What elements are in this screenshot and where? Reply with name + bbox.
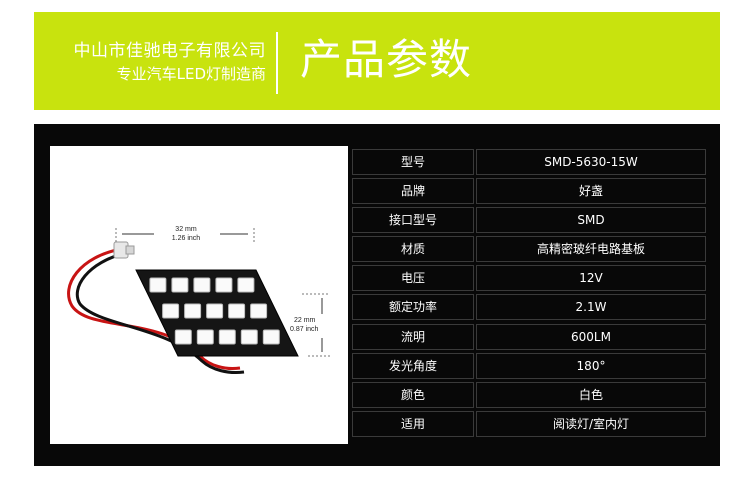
table-row: 品牌好盏 [352,178,710,205]
spec-value: 12V [476,265,706,292]
page-title: 产品参数 [300,35,473,84]
spec-value: 阅读灯/室内灯 [476,410,706,437]
spec-value: 180° [476,352,706,379]
spec-label: 型号 [352,149,474,175]
spec-value: 高精密玻纤电路基板 [476,236,706,263]
width-label-inch: 1.26 inch [172,235,201,242]
header-divider [276,32,278,94]
table-row: 颜色白色 [352,381,710,408]
led-chip [193,277,211,293]
connector-pin [125,245,135,255]
spec-label: 颜色 [352,381,474,408]
height-label-mm: 22 mm [294,317,316,324]
led-chip [237,277,255,293]
spec-label: 品牌 [352,178,474,205]
company-slogan: 专业汽车LED灯制造商 [116,65,266,83]
width-label-mm: 32 mm [175,226,197,233]
spec-value: SMD-5630-15W [476,149,706,175]
led-chip [196,329,214,345]
header-banner: 中山市佳驰电子有限公司 专业汽车LED灯制造商 产品参数 [34,12,720,110]
company-info: 中山市佳驰电子有限公司 专业汽车LED灯制造商 [52,40,267,84]
height-label-inch: 0.87 inch [290,326,319,333]
led-chip [228,303,246,319]
black-wire [75,251,245,374]
company-name: 中山市佳驰电子有限公司 [73,41,266,61]
led-chip [171,277,189,293]
led-chip [240,329,258,345]
spec-label: 额定功率 [352,294,474,321]
led-chip [262,329,280,345]
spec-label: 流明 [352,323,474,350]
product-photo: 32 mm 1.26 inch 22 mm 0.87 inch [50,146,348,444]
led-chip [162,303,180,319]
led-chips [149,277,280,345]
led-chip [215,277,233,293]
red-wire [67,247,241,370]
led-chip [184,303,202,319]
table-row: 适用阅读灯/室内灯 [352,410,710,437]
led-chip [149,277,167,293]
spec-value: SMD [476,207,706,234]
spec-value: 好盏 [476,178,706,205]
spec-value: 2.1W [476,294,706,321]
led-chip [250,303,268,319]
spec-label: 电压 [352,265,474,292]
spec-value: 600LM [476,323,706,350]
led-chip [174,329,192,345]
table-row: 材质高精密玻纤电路基板 [352,236,710,263]
spec-label: 发光角度 [352,352,474,379]
led-chip [218,329,236,345]
spec-label: 材质 [352,236,474,263]
spec-value: 白色 [476,381,706,408]
spec-label: 适用 [352,410,474,437]
led-panel-illustration: 32 mm 1.26 inch 22 mm 0.87 inch [67,226,332,374]
led-chip [206,303,224,319]
spec-label: 接口型号 [352,207,474,234]
